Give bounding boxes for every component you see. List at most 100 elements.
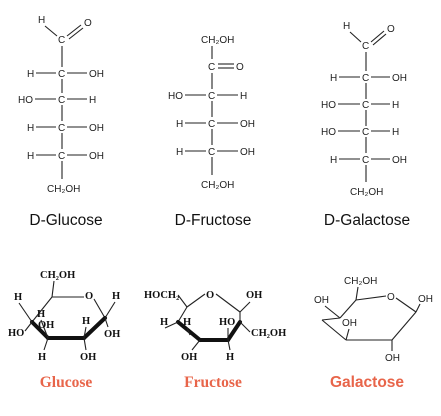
bond	[18, 302, 33, 323]
fischer-galactose-name: D-Galactose	[324, 212, 410, 229]
bond	[40, 319, 49, 339]
galactose-carbonyl-c: C	[362, 41, 369, 52]
fructose-ring-label: OH	[246, 290, 262, 301]
galactose-c3-right: H	[392, 100, 399, 111]
haworth-galactose: CH₂OH O OH OH OH OH Galactose	[314, 276, 433, 391]
bond	[324, 305, 341, 319]
bond	[415, 303, 421, 313]
galactose-c2-right: OH	[392, 73, 407, 84]
fructose-ring-label: H	[183, 317, 191, 328]
glucose-ring-o: O	[85, 291, 93, 302]
fructose-c4-right: OH	[240, 119, 255, 130]
glucose-c5-left: H	[27, 151, 34, 162]
bond	[227, 339, 231, 351]
bond	[355, 286, 359, 301]
fischer-fructose-name: D-Fructose	[175, 212, 252, 229]
galactose-ring-label: OH	[314, 295, 329, 306]
fischer-galactose: H O C H C OH HO C H HO C H H C OH CH₂OH …	[321, 21, 410, 229]
fructose-top-ch2oh: CH₂OH	[201, 35, 234, 46]
galactose-c3: C	[362, 100, 369, 111]
glucose-ring-label: HO	[8, 328, 24, 339]
glucose-ring-label: OH	[38, 320, 54, 331]
haworth-glucose-name: Glucose	[40, 374, 93, 391]
bond	[349, 31, 362, 43]
glucose-c3-right: H	[89, 95, 96, 106]
bond	[226, 320, 242, 342]
glucose-carbonyl-c: C	[58, 35, 65, 46]
glucose-ring-ch2oh: CH₂OH	[40, 270, 75, 281]
fructose-c5-right: OH	[240, 147, 255, 158]
galactose-c5: C	[362, 155, 369, 166]
glucose-c4-right: OH	[89, 123, 104, 134]
fructose-ring-label: H	[160, 317, 168, 328]
bond	[30, 320, 50, 340]
bond	[186, 327, 191, 336]
bond	[83, 326, 87, 339]
fructose-c3-left: HO	[168, 91, 183, 102]
bond	[339, 299, 357, 319]
haworth-fructose-name: Fructose	[184, 374, 242, 391]
fischer-glucose-name: D-Glucose	[29, 212, 102, 229]
fructose-c4: C	[208, 119, 215, 130]
galactose-ring-o: O	[387, 292, 395, 303]
galactose-ring-label: OH	[385, 353, 400, 364]
glucose-ring-label: OH	[80, 352, 96, 363]
bond	[321, 317, 341, 321]
glucose-c2-right: OH	[89, 69, 104, 80]
bond	[345, 328, 350, 341]
bond	[104, 317, 109, 328]
glucose-c4: C	[58, 123, 65, 134]
bond	[31, 296, 53, 323]
bond	[66, 24, 82, 37]
haworth-glucose: CH₂OH O H H H OH H OH HO OH H Glucose	[8, 270, 120, 391]
bond	[83, 337, 87, 351]
bond	[355, 295, 387, 301]
fructose-ring-o: O	[206, 290, 214, 301]
galactose-ring-label: OH	[418, 294, 433, 305]
fructose-bottom-ch2oh: CH₂OH	[201, 180, 234, 191]
fructose-c4-left: H	[176, 119, 183, 130]
galactose-ring-label: OH	[342, 318, 357, 329]
galactose-c2: C	[362, 73, 369, 84]
glucose-carbonyl-o: O	[84, 18, 92, 29]
bond	[391, 311, 417, 341]
bond	[239, 301, 251, 313]
fischer-fructose: CH₂OH C O HO C H H C OH H C OH CH₂OH D-F…	[168, 35, 255, 229]
glucose-ch2oh: CH₂OH	[47, 184, 80, 195]
fructose-c5: C	[208, 147, 215, 158]
bond	[321, 319, 347, 341]
bond	[51, 280, 55, 298]
bond	[43, 337, 49, 351]
galactose-c4-left: HO	[321, 127, 336, 138]
glucose-c3-left: HO	[18, 95, 33, 106]
galactose-c5-left: H	[330, 155, 337, 166]
glucose-ring-label: H	[112, 291, 120, 302]
haworth-fructose: HOCH₂ O OH H H HO CH₂OH OH H Fructose	[144, 290, 286, 391]
bond	[176, 320, 202, 342]
glucose-ring-label: OH	[104, 329, 120, 340]
glucose-c4-left: H	[27, 123, 34, 134]
bond	[104, 301, 116, 319]
bond	[82, 316, 107, 340]
bond	[372, 33, 387, 46]
fructose-ring-label: OH	[181, 352, 197, 363]
glucose-c2-left: H	[27, 69, 34, 80]
galactose-ch2oh: CH₂OH	[350, 187, 383, 198]
galactose-c4-right: H	[392, 127, 399, 138]
galactose-aldehyde-h: H	[343, 21, 350, 32]
glucose-aldehyde-h: H	[38, 15, 45, 26]
bond	[68, 27, 84, 40]
bond	[177, 306, 188, 323]
fructose-keto-c: C	[208, 62, 215, 73]
galactose-c5-right: OH	[392, 155, 407, 166]
bond	[24, 321, 33, 332]
glucose-ring-label: H	[14, 292, 22, 303]
fructose-ring-label: H	[226, 352, 234, 363]
bond	[93, 298, 106, 319]
glucose-c2: C	[58, 69, 65, 80]
fructose-c3: C	[208, 91, 215, 102]
fischer-glucose: H O C H C OH HO C H H C OH H C OH CH₂OH …	[18, 15, 104, 229]
fructose-c3-right: H	[240, 91, 247, 102]
glucose-ring-label: H	[38, 352, 46, 363]
